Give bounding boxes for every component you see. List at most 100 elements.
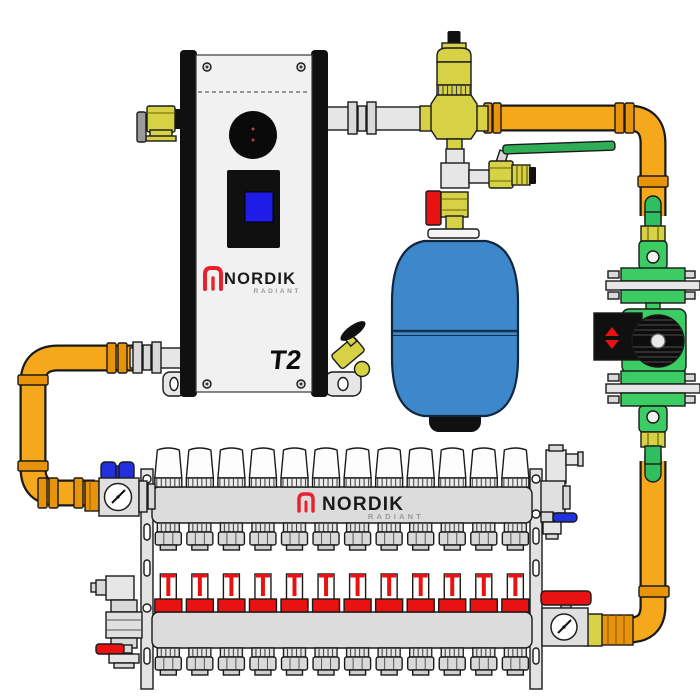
loop-outlet-fitting <box>154 647 183 676</box>
loop-flow-meter <box>406 573 435 613</box>
mounting-rail-left <box>140 468 154 690</box>
loop-flow-meter <box>311 573 341 613</box>
return-manifold-bar <box>151 611 533 649</box>
blue-valve-handle <box>118 461 135 481</box>
boiler-supply-pipe <box>325 101 425 135</box>
pipe-coupling-ring <box>637 175 669 188</box>
loop-flow-meter <box>280 573 309 613</box>
valve-knob <box>340 321 366 341</box>
loop-outlet-fitting <box>375 522 403 551</box>
supply-pipe-left <box>17 341 183 509</box>
tank-flange <box>427 228 480 239</box>
return-pipe-right <box>585 445 670 647</box>
blue-drain-handle <box>552 512 578 523</box>
fill-tee <box>440 162 470 189</box>
loop-outlet-fitting <box>312 647 340 676</box>
loop-outlet-fitting <box>375 647 403 676</box>
loop-flow-meter <box>374 573 404 613</box>
return-end-cap-assembly <box>90 575 143 669</box>
loop-outlet-fitting <box>501 647 530 676</box>
check-valve-union-top <box>638 240 668 270</box>
loop-outlet-fitting <box>249 522 277 551</box>
wall-mount-tab <box>324 371 362 397</box>
isolation-flange-bottom <box>605 370 700 407</box>
green-handle-ball-valve <box>488 140 616 189</box>
side-valve-bottom-right <box>331 321 371 378</box>
expansion-tank-assembly <box>390 190 520 432</box>
boiler-brand-logo: NORDIK RADIANT <box>203 266 298 295</box>
loop-flow-meter <box>185 573 215 613</box>
red-valve-handle <box>540 590 592 606</box>
manifold-logo-subtext: RADIANT <box>368 512 424 521</box>
boiler-logo-text: NORDIK <box>224 270 296 288</box>
loop-outlet-fitting <box>186 647 214 676</box>
red-drain-handle <box>95 643 125 655</box>
green-pipe-lower <box>644 445 662 483</box>
manifold-loop-cap <box>469 447 498 488</box>
pump-hub <box>650 333 666 349</box>
pex-coupling-ribbed <box>600 614 634 646</box>
isolation-flange-top <box>605 267 700 304</box>
return-outlets-row <box>154 647 530 676</box>
blue-valve-handle <box>100 461 117 481</box>
loop-flow-meter <box>248 573 278 613</box>
loop-flow-meter <box>343 573 372 613</box>
mounting-rail-right <box>529 468 543 690</box>
check-valve-union-bottom <box>638 405 668 433</box>
panel-screws <box>202 62 306 389</box>
loop-outlet-fitting <box>343 522 372 551</box>
pipe-coupling-ring <box>624 102 635 134</box>
pex-adapter <box>492 102 502 134</box>
loop-outlet-fitting <box>438 647 466 676</box>
manifold-loop-cap <box>154 447 183 488</box>
loop-outlet-fitting <box>407 522 435 551</box>
loop-flow-meter <box>469 573 498 613</box>
loop-outlet-fitting <box>343 647 372 676</box>
loop-flow-meter <box>438 573 467 613</box>
hose-thread <box>511 164 531 186</box>
manifold-loop-cap <box>311 447 341 488</box>
green-pipe-upper <box>644 195 662 231</box>
expansion-tank <box>390 239 520 418</box>
loop-outlet-fitting <box>280 647 309 676</box>
hose-cap <box>529 167 536 184</box>
pex-coupling <box>640 225 666 242</box>
pex-coupling <box>640 431 666 448</box>
boiler-frame-left <box>180 50 197 397</box>
pump-column <box>593 195 700 448</box>
manifold-loop-cap <box>406 447 435 488</box>
supply-end-cap-assembly <box>540 444 584 540</box>
manifold-logo-text: NORDIK <box>322 494 404 515</box>
loop-outlet-fitting <box>186 522 214 551</box>
manifold-loop-cap <box>343 447 372 488</box>
red-valve-handle <box>425 190 442 226</box>
boiler-unit: NORDIK RADIANT T2 <box>136 50 371 397</box>
green-valve-handle <box>502 140 616 155</box>
loop-flow-meter <box>154 573 183 613</box>
manifold-brand-logo: NORDIK RADIANT <box>297 492 424 521</box>
manifold-loop-cap <box>217 447 246 488</box>
supply-shutoff-valve <box>84 461 156 517</box>
circulator-pump <box>593 302 687 374</box>
pipe-coupling-ring <box>638 585 670 598</box>
loop-outlet-fitting <box>312 522 340 551</box>
loop-outlet-fitting <box>470 647 498 676</box>
air-separator <box>419 31 493 189</box>
manifold-loop-cap <box>374 447 404 488</box>
boiler-fan-port <box>229 111 277 159</box>
air-vent-cap-icon <box>447 31 461 45</box>
loop-outlet-fitting <box>217 647 246 676</box>
loop-outlet-fitting <box>217 522 246 551</box>
flow-meters-row <box>154 573 530 613</box>
supply-outlets-row <box>154 522 530 551</box>
loop-flow-meter <box>217 573 246 613</box>
manifold-loop-cap <box>280 447 309 488</box>
manifold-loop-cap <box>185 447 215 488</box>
boiler-frame-right <box>311 50 328 397</box>
side-valve-top-left <box>136 105 182 143</box>
loop-outlet-fitting <box>280 522 309 551</box>
loop-outlet-fitting <box>249 647 277 676</box>
actuator-caps-row <box>154 447 530 488</box>
